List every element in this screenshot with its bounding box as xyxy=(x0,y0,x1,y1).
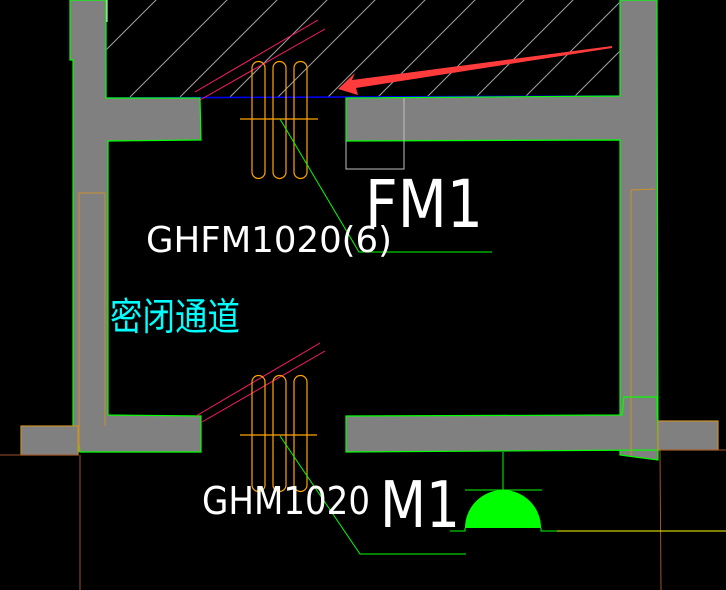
rebar-upper xyxy=(240,60,318,180)
walls xyxy=(20,0,719,461)
upper-door-id-label: FM1 xyxy=(365,166,483,243)
red-pointer-arrow xyxy=(338,46,612,95)
leader-line-upper xyxy=(279,118,492,253)
door-symbol xyxy=(450,452,726,532)
lower-door-id-label: M1 xyxy=(380,469,460,543)
leader-line-lower xyxy=(279,435,466,555)
bottom-right-wall xyxy=(345,396,659,453)
magenta-lines-upper xyxy=(194,19,326,101)
right-footing xyxy=(657,420,719,451)
left-footing xyxy=(20,425,79,456)
left-wall xyxy=(69,0,202,453)
hatched-area xyxy=(105,0,623,99)
axis-lines xyxy=(0,449,726,590)
upper-door-tag-label: GHFM1020(6) xyxy=(146,220,392,261)
room-name-label: 密闭通道 xyxy=(110,295,240,339)
magenta-lines-lower xyxy=(195,342,326,423)
inner-outlines xyxy=(78,188,656,455)
lower-door-tag-label: GHM1020 xyxy=(202,479,370,523)
right-upper-wall xyxy=(345,0,659,461)
door-frame-outline xyxy=(345,98,405,170)
rebar-lower xyxy=(240,374,317,493)
